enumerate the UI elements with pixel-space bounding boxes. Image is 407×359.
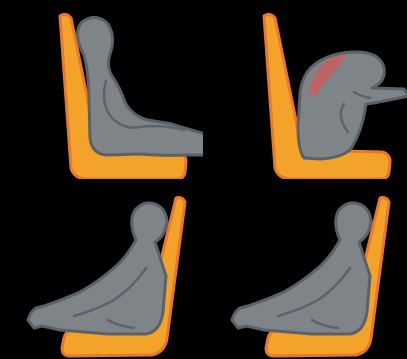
hunched-figure-drawing xyxy=(204,0,407,179)
seated-figure-drawing xyxy=(0,0,203,179)
panel-top-left xyxy=(0,0,203,179)
reclined-figure-drawing xyxy=(0,180,203,359)
panel-bottom-left xyxy=(0,180,203,359)
reclined-figure-drawing xyxy=(204,180,407,359)
figure-body xyxy=(298,52,407,159)
panel-top-right xyxy=(204,0,407,179)
panel-bottom-right xyxy=(204,180,407,359)
figure-body xyxy=(77,17,203,155)
